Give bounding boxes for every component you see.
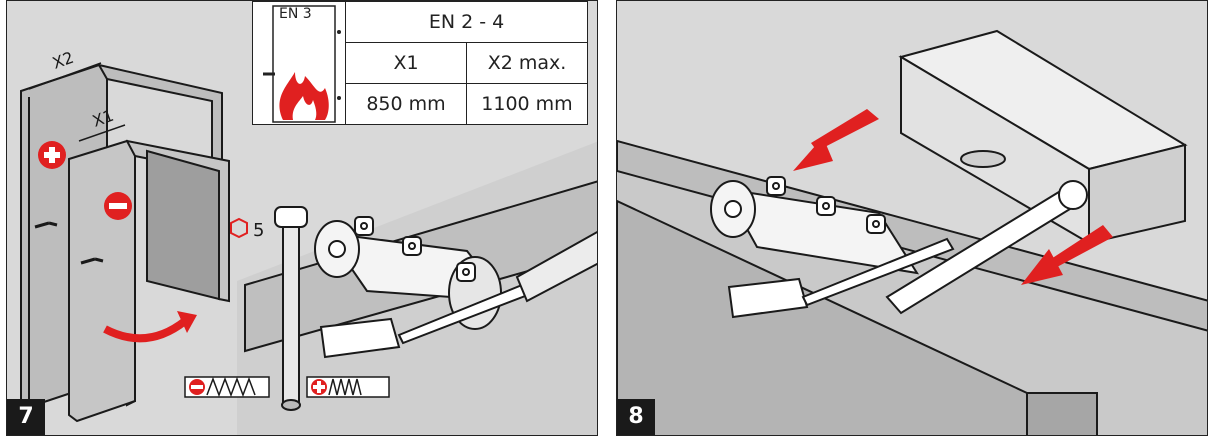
hex-key-icon — [274, 206, 308, 411]
swing-arrow-icon — [103, 317, 188, 343]
screwdriver-icon — [801, 237, 955, 307]
flame-icon — [263, 5, 341, 123]
step-number-badge: 8 — [617, 399, 655, 435]
x1-value: 850 mm — [345, 83, 467, 125]
hex-size-icon — [230, 217, 248, 239]
screwdriver-icon — [397, 230, 597, 345]
step-8-illustration — [617, 29, 1207, 435]
en-range-header: EN 2 - 4 — [345, 1, 588, 43]
direction-arrow-left-icon — [793, 109, 879, 171]
hex-size-label: 5 — [253, 220, 264, 241]
en-size-table: EN 3 EN 2 - 4 X1 X2 max. 850 mm 1100 mm — [252, 1, 588, 125]
column-x1-header: X1 — [345, 42, 467, 84]
mounting-bracket — [727, 277, 809, 319]
step-number-badge: 7 — [7, 399, 45, 435]
x2-value: 1100 mm — [466, 83, 588, 125]
step-7-panel: X2 X1 5 — [6, 0, 598, 436]
dimension-x2-label: X2 — [50, 48, 76, 73]
fire-door-class-label: EN 3 — [279, 6, 312, 22]
direction-arrow-down-icon — [1021, 225, 1113, 285]
door-closer-body — [710, 180, 920, 275]
mounting-bracket — [319, 317, 401, 359]
fire-door-sign: EN 3 — [252, 1, 346, 125]
spring-plus-indicator — [306, 376, 390, 398]
spring-minus-indicator — [184, 376, 270, 398]
step-8-panel: 8 — [616, 0, 1208, 436]
column-x2-header: X2 max. — [466, 42, 588, 84]
